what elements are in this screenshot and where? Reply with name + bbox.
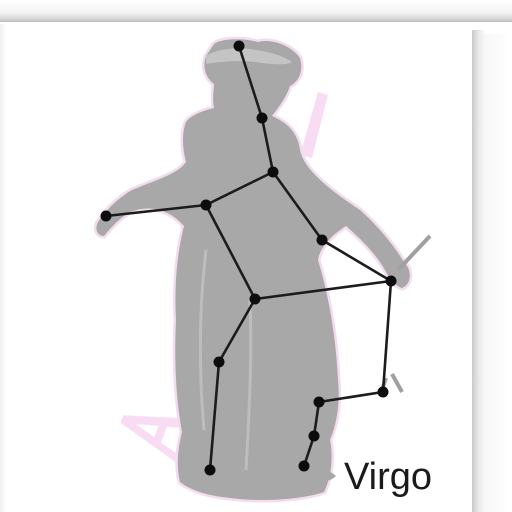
constellation-lines: [104, 44, 393, 472]
hair-band: [206, 48, 292, 65]
line-chest-elbow: [271, 170, 324, 242]
line-wrist-knee: [381, 279, 393, 394]
figure-body: [96, 39, 410, 500]
figure-foot: [308, 469, 336, 483]
line-knee-shin: [317, 390, 385, 404]
star-thigh: [213, 356, 225, 368]
card-left-edge: [0, 24, 6, 512]
card-shadow: [472, 30, 484, 512]
constellation-name-label: Virgo: [344, 456, 433, 498]
line-hip-wrist: [253, 279, 393, 301]
star-foot-left: [204, 464, 216, 476]
line-hip-thigh: [217, 297, 257, 364]
star-wrist: [385, 275, 397, 287]
star-head: [233, 40, 245, 52]
dress-fold: [198, 249, 253, 471]
star-hip: [249, 293, 261, 305]
star-ankle: [308, 430, 320, 442]
line-neck-chest: [260, 116, 275, 174]
line-shin-ankle: [312, 400, 321, 438]
line-chest-waist: [204, 170, 275, 207]
maiden-silhouette-icon: [93, 36, 432, 503]
star-foot-right: [298, 460, 310, 472]
star-elbow: [316, 234, 328, 246]
line-waist-hand: [104, 203, 208, 218]
top-divider-strip: [0, 0, 512, 22]
star-hand: [100, 210, 112, 222]
adjacent-card-edge: [484, 34, 512, 512]
star-chest: [267, 166, 279, 178]
line-elbow-wrist: [320, 238, 393, 283]
star-waist: [200, 199, 212, 211]
star-knee: [377, 386, 389, 398]
constellation-stars: [100, 40, 397, 476]
line-thigh-foot: [208, 360, 221, 472]
star-neck: [256, 112, 268, 124]
line-waist-hip: [204, 203, 257, 301]
line-head-neck: [237, 44, 264, 120]
star-shin: [313, 396, 325, 408]
